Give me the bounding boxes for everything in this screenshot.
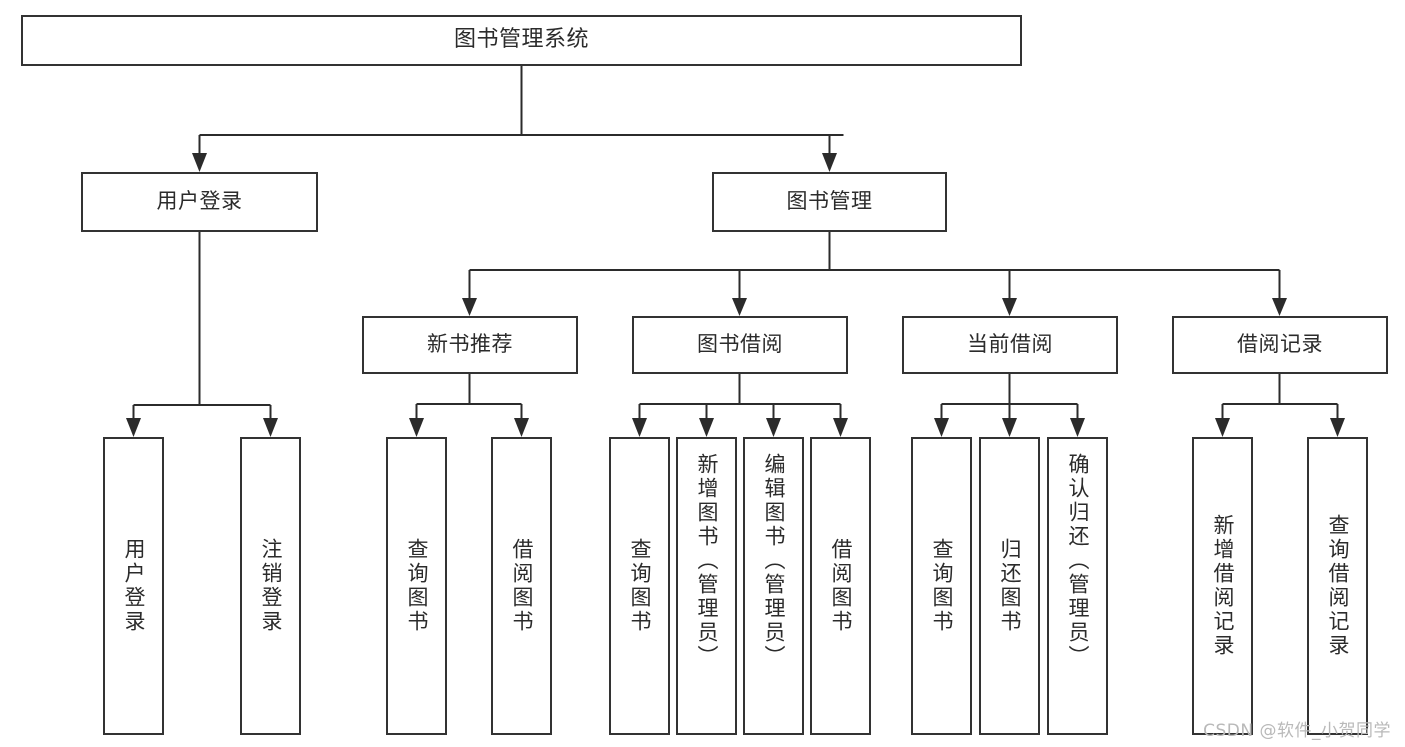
node-new-book-recommend[interactable]: 新书推荐 <box>362 316 578 374</box>
node-label: 图书管理系统 <box>453 27 589 53</box>
node-label: 查询图书 <box>628 538 652 634</box>
leaf-book-borrow-borrow-book[interactable]: 借阅图书 <box>810 437 871 735</box>
leaf-current-borrow-query-book[interactable]: 查询图书 <box>911 437 972 735</box>
node-label: 确认归还（管理员） <box>1066 453 1090 669</box>
node-root-system[interactable]: 图书管理系统 <box>21 15 1022 66</box>
node-user-login[interactable]: 用户登录 <box>81 172 318 232</box>
leaf-current-borrow-confirm-return-admin[interactable]: 确认归还（管理员） <box>1047 437 1108 735</box>
node-label: 借阅图书 <box>510 538 534 634</box>
leaf-borrow-record-add-record[interactable]: 新增借阅记录 <box>1192 437 1253 735</box>
node-label: 新增借阅记录 <box>1211 514 1235 658</box>
node-borrow-record[interactable]: 借阅记录 <box>1172 316 1388 374</box>
leaf-book-borrow-add-book-admin[interactable]: 新增图书（管理员） <box>676 437 737 735</box>
leaf-user-login-login[interactable]: 用户登录 <box>103 437 164 735</box>
node-label: 注销登录 <box>259 538 283 634</box>
node-label: 编辑图书（管理员） <box>762 453 786 669</box>
leaf-book-borrow-edit-book-admin[interactable]: 编辑图书（管理员） <box>743 437 804 735</box>
leaf-new-book-borrow-book[interactable]: 借阅图书 <box>491 437 552 735</box>
node-book-borrow[interactable]: 图书借阅 <box>632 316 848 374</box>
node-label: 用户登录 <box>122 538 146 634</box>
node-label: 图书借阅 <box>697 332 783 357</box>
leaf-current-borrow-return-book[interactable]: 归还图书 <box>979 437 1040 735</box>
leaf-book-borrow-query-book[interactable]: 查询图书 <box>609 437 670 735</box>
leaf-user-login-logout[interactable]: 注销登录 <box>240 437 301 735</box>
node-label: 图书管理 <box>786 189 873 214</box>
node-label: 查询图书 <box>930 538 954 634</box>
node-label: 查询借阅记录 <box>1326 514 1350 658</box>
leaf-new-book-query-book[interactable]: 查询图书 <box>386 437 447 735</box>
node-book-management[interactable]: 图书管理 <box>712 172 947 232</box>
node-label: 查询图书 <box>405 538 429 634</box>
node-label: 借阅图书 <box>829 538 853 634</box>
node-label: 新书推荐 <box>427 332 513 357</box>
leaf-borrow-record-query-record[interactable]: 查询借阅记录 <box>1307 437 1368 735</box>
node-label: 归还图书 <box>998 538 1022 634</box>
node-label: 用户登录 <box>156 189 243 214</box>
node-current-borrow[interactable]: 当前借阅 <box>902 316 1118 374</box>
node-label: 借阅记录 <box>1237 332 1323 357</box>
watermark: CSDN @软件_小贺同学 <box>1203 721 1391 741</box>
node-label: 新增图书（管理员） <box>695 453 719 669</box>
node-label: 当前借阅 <box>967 332 1053 357</box>
